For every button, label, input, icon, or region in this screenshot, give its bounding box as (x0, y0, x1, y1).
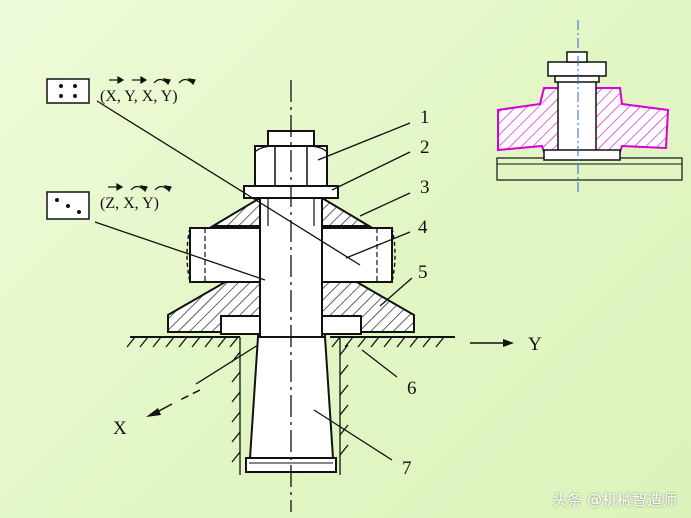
base-ground (126, 336, 455, 348)
constraint-notation-2: (Z, X, Y) (100, 195, 159, 212)
part-label-2: 2 (420, 137, 430, 158)
constraint-symbol-3dots (46, 191, 90, 220)
part-label-4: 4 (418, 217, 428, 238)
part-label-5: 5 (418, 262, 428, 283)
inset-sketch (496, 20, 683, 195)
x-axis (146, 389, 201, 417)
part-label-7: 7 (402, 458, 412, 479)
leader-lines (94, 100, 413, 461)
constraint-notation-1: (X, Y, X, Y) (100, 88, 178, 105)
notation-1-marks (109, 75, 196, 86)
workpiece (186, 227, 396, 283)
axis-label-y: Y (528, 334, 542, 355)
hole-wall-hatching (231, 337, 349, 475)
axis-label-x: X (113, 418, 127, 439)
constraint-symbol-4dots (46, 78, 90, 104)
part-label-6: 6 (407, 378, 417, 399)
part-label-1: 1 (420, 107, 430, 128)
watermark: 头条 @机械智造师 (552, 491, 677, 509)
notation-2-marks (108, 182, 172, 193)
part-label-3: 3 (420, 177, 430, 198)
y-axis (470, 339, 514, 347)
